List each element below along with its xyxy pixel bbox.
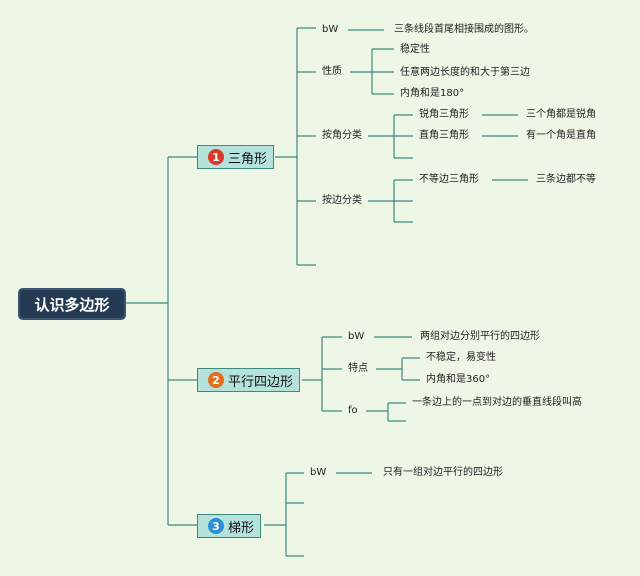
node-triangle-label: 三角形 xyxy=(228,151,268,167)
trapezoid-definition-text[interactable]: 只有一组对边平行的四边形 xyxy=(383,467,503,478)
right-triangle-desc[interactable]: 有一个角是直角 xyxy=(526,130,596,141)
acute-triangle-desc[interactable]: 三个角都是锐角 xyxy=(526,109,596,120)
parallelogram-height-text[interactable]: 一条边上的一点到对边的垂直线段叫高 xyxy=(412,397,582,408)
node-trapezoid-label: 梯形 xyxy=(228,520,255,536)
scalene-triangle[interactable]: 不等边三角形 xyxy=(419,174,479,185)
classify-by-angle-label[interactable]: 按角分类 xyxy=(322,130,362,141)
node-triangle[interactable]: 1 三角形 xyxy=(197,145,275,169)
root-node[interactable]: 认识多边形 xyxy=(18,288,126,320)
right-triangle[interactable]: 直角三角形 xyxy=(419,130,469,141)
triangle-property-label[interactable]: 性质 xyxy=(322,66,342,77)
parallelogram-definition-text[interactable]: 两组对边分别平行的四边形 xyxy=(420,331,540,342)
node-trapezoid[interactable]: 3 梯形 xyxy=(197,514,262,538)
triangle-definition-text[interactable]: 三条线段首尾相接围成的图形。 xyxy=(394,24,534,35)
scalene-triangle-desc[interactable]: 三条边都不等 xyxy=(536,174,596,185)
property-stability[interactable]: 稳定性 xyxy=(400,44,430,55)
triangle-definition-label[interactable]: bW xyxy=(322,24,339,35)
number-badge-1: 1 xyxy=(208,149,224,165)
parallelogram-height-label[interactable]: fo xyxy=(348,405,358,416)
feature-unstable[interactable]: 不稳定，易变性 xyxy=(426,352,496,363)
feature-angle-sum[interactable]: 内角和是360° xyxy=(426,374,491,385)
property-side-sum[interactable]: 任意两边长度的和大于第三边 xyxy=(400,67,530,78)
node-parallelogram[interactable]: 2 平行四边形 xyxy=(197,368,301,392)
node-parallelogram-label: 平行四边形 xyxy=(228,374,294,390)
parallelogram-feature-label[interactable]: 特点 xyxy=(348,363,368,374)
number-badge-3: 3 xyxy=(208,518,224,534)
number-badge-2: 2 xyxy=(208,372,224,388)
parallelogram-definition-label[interactable]: bW xyxy=(348,331,365,342)
trapezoid-definition-label[interactable]: bW xyxy=(310,467,327,478)
classify-by-side-label[interactable]: 按边分类 xyxy=(322,195,362,206)
property-angle-sum[interactable]: 内角和是180° xyxy=(400,88,465,99)
acute-triangle[interactable]: 锐角三角形 xyxy=(419,109,469,120)
